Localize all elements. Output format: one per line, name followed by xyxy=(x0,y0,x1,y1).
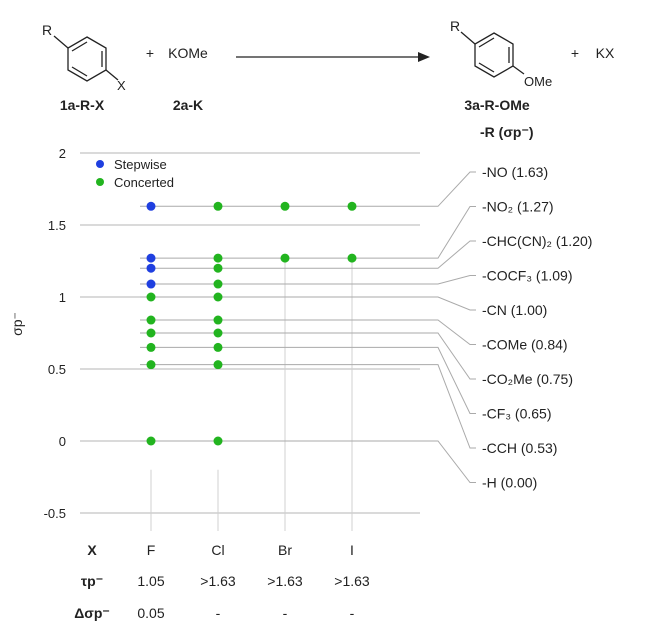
tau-value: >1.63 xyxy=(267,573,303,589)
substituent-label: -CO₂Me (0.75) xyxy=(482,371,573,387)
tau-values: 1.05 >1.63 >1.63 >1.63 xyxy=(137,573,370,589)
product-ome-label: OMe xyxy=(524,74,552,89)
x-category-label: Br xyxy=(278,542,292,558)
legend-marker xyxy=(96,178,104,186)
y-tick-label: 0.5 xyxy=(48,362,66,377)
legend-label: Concerted xyxy=(114,175,174,190)
tau-value: 1.05 xyxy=(137,573,164,589)
data-point-concerted xyxy=(213,263,223,273)
x-category-label: I xyxy=(350,542,354,558)
substituent-connector xyxy=(140,440,476,483)
data-point-concerted xyxy=(213,279,223,289)
substituent-label: -NO₂ (1.27) xyxy=(482,199,554,215)
tau-value: >1.63 xyxy=(334,573,370,589)
data-point-concerted xyxy=(146,436,156,446)
substituent-connector xyxy=(140,275,476,285)
substituent-connector xyxy=(140,364,476,449)
data-point-concerted xyxy=(146,315,156,325)
reagent-formula: KOMe xyxy=(168,45,208,61)
reactant-benzene-ring xyxy=(53,35,119,82)
substituent-label: -CCH (0.53) xyxy=(482,440,557,456)
substituent-connector xyxy=(140,332,476,380)
substituent-connector xyxy=(140,346,476,414)
data-point-stepwise xyxy=(146,279,156,289)
product-r-label: R xyxy=(450,18,460,34)
substituent-connector xyxy=(140,296,476,311)
delta-value: - xyxy=(216,605,221,621)
substituent-label: -NO (1.63) xyxy=(482,164,548,180)
data-point-concerted xyxy=(347,253,357,263)
reaction-scheme: R X 1a-R-X + KOMe 2a-K R OMe 3a-R-OMe + … xyxy=(42,18,615,113)
substituent-label: -COCF₃ (1.09) xyxy=(482,268,573,284)
tau-value: >1.63 xyxy=(200,573,236,589)
delta-value: - xyxy=(350,605,355,621)
reactant-x-label: X xyxy=(117,78,126,93)
y-tick-label: 0 xyxy=(59,434,66,449)
substituent-connector xyxy=(140,206,476,259)
substituent-label: -CHC(CN)₂ (1.20) xyxy=(482,233,592,249)
legend-marker xyxy=(96,160,104,168)
substituent-connector xyxy=(140,240,476,269)
data-point-concerted xyxy=(213,360,223,370)
x-category-label: F xyxy=(147,542,156,558)
data-point-concerted xyxy=(213,342,223,352)
substituent-connector xyxy=(140,319,476,345)
delta-value: 0.05 xyxy=(137,605,164,621)
reactant-compound-label: 1a-R-X xyxy=(60,97,105,113)
substituent-connector xyxy=(140,171,476,207)
substituent-label: -CF₃ (0.65) xyxy=(482,406,552,422)
delta-values: 0.05 - - - xyxy=(137,605,354,621)
data-point-concerted xyxy=(213,253,223,263)
x-header: X xyxy=(87,542,97,558)
data-point-concerted xyxy=(146,360,156,370)
substituent-header: -R (σp⁻) xyxy=(480,124,534,140)
substituent-label: -CN (1.00) xyxy=(482,302,547,318)
data-point-concerted xyxy=(213,436,223,446)
data-point-concerted xyxy=(146,328,156,338)
data-point-stepwise xyxy=(146,263,156,273)
data-point-concerted xyxy=(213,315,223,325)
y-tick-label: -0.5 xyxy=(44,506,66,521)
substituent-label: -COMe (0.84) xyxy=(482,337,568,353)
grid-lines xyxy=(80,152,420,531)
byproduct-formula: KX xyxy=(596,45,615,61)
delta-header: Δσp⁻ xyxy=(74,605,110,621)
x-category-label: Cl xyxy=(211,542,224,558)
reagent-label: 2a-K xyxy=(173,97,203,113)
data-point-stepwise xyxy=(146,253,156,263)
x-categories: F Cl Br I xyxy=(147,542,354,558)
y-axis-label: σp⁻ xyxy=(9,312,25,336)
reactant-r-label: R xyxy=(42,22,52,38)
y-axis-ticks: 2 1.5 1 0.5 0 -0.5 xyxy=(44,146,66,521)
reaction-arrow xyxy=(236,52,430,62)
substituent-label: -H (0.00) xyxy=(482,475,537,491)
data-point-stepwise xyxy=(146,201,156,211)
data-points xyxy=(146,201,357,446)
data-point-concerted xyxy=(280,201,290,211)
data-point-concerted xyxy=(146,342,156,352)
substituent-labels: -NO (1.63) -NO₂ (1.27) -CHC(CN)₂ (1.20) -CO… xyxy=(482,164,592,491)
plus-sign-2: + xyxy=(571,45,579,61)
data-point-concerted xyxy=(280,253,290,263)
y-tick-label: 2 xyxy=(59,146,66,161)
delta-value: - xyxy=(283,605,288,621)
y-tick-label: 1.5 xyxy=(48,218,66,233)
plus-sign-1: + xyxy=(146,45,154,61)
legend-label: Stepwise xyxy=(114,157,167,172)
data-point-concerted xyxy=(146,292,156,302)
tau-header: τp⁻ xyxy=(81,573,103,589)
data-point-concerted xyxy=(213,201,223,211)
data-point-concerted xyxy=(347,201,357,211)
data-point-concerted xyxy=(213,328,223,338)
y-tick-label: 1 xyxy=(59,290,66,305)
product-benzene-ring xyxy=(460,31,525,78)
substituent-connectors xyxy=(140,171,476,483)
product-compound-label: 3a-R-OMe xyxy=(464,97,530,113)
data-point-concerted xyxy=(213,292,223,302)
